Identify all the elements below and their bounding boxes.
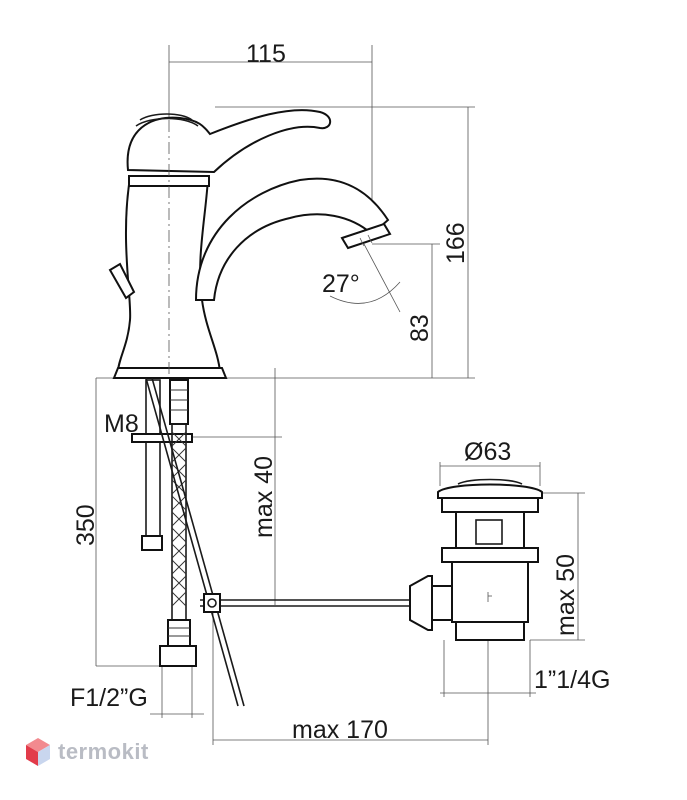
dim-spout-height: 83 — [406, 314, 434, 342]
brand-logo: termokit — [24, 736, 149, 768]
dim-drain-diameter: Ø63 — [464, 438, 511, 466]
brand-name: termokit — [58, 739, 149, 764]
dim-width-top: 115 — [246, 40, 286, 68]
dim-drain-thread: 1”1/4G — [534, 666, 610, 694]
hoses-and-rods — [131, 377, 457, 707]
dim-rod-reach: max 170 — [292, 716, 388, 744]
dimension-labels: 115 166 27° 83 M8 350 max 40 Ø63 max 50 … — [70, 40, 610, 744]
faucet-body — [108, 109, 392, 379]
dim-height-total: 166 — [442, 222, 470, 264]
drain-assembly — [437, 478, 543, 641]
dim-hose-thread: F1/2”G — [70, 684, 148, 712]
dim-spout-angle: 27° — [322, 270, 360, 298]
dim-hose-length: 350 — [72, 504, 100, 546]
dim-rod-thread: M8 — [104, 410, 139, 438]
dim-drain-max: max 50 — [552, 554, 580, 636]
dimension-lines — [95, 45, 585, 745]
dim-rod-max: max 40 — [250, 456, 278, 538]
cube-logo-icon — [26, 738, 50, 766]
